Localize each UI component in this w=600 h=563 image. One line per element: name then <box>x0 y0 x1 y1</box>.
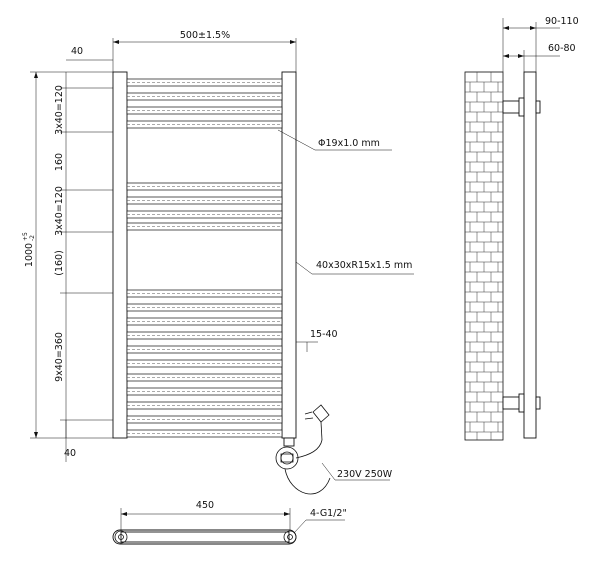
bottom-view: 450 4-G1/2" <box>112 500 347 545</box>
brick-wall <box>464 71 504 441</box>
height-label-group: 1000 +5 -2 <box>22 232 36 267</box>
plug-icon <box>304 404 330 441</box>
group2-label: 3x40=120 <box>54 186 65 236</box>
width-label: 500±1.5% <box>180 30 230 41</box>
heater-offset-label: 15-40 <box>310 329 338 340</box>
bracket-spacing-label: 450 <box>196 500 214 511</box>
side-view: 90-110 60-80 <box>464 16 579 441</box>
side-post <box>523 71 537 439</box>
post-tube-label: 40x30xR15x1.5 mm <box>316 260 412 271</box>
group1-label: 3x40=120 <box>54 85 65 135</box>
lower-bracket <box>502 393 541 413</box>
right-post <box>281 71 297 439</box>
heater-element <box>275 404 331 495</box>
rung-bars <box>126 78 283 438</box>
left-post <box>112 71 128 439</box>
heater-rating-label: 230V 250W <box>337 469 393 480</box>
upper-bracket <box>502 97 541 117</box>
bar-tube-label: Φ19x1.0 mm <box>318 138 380 149</box>
bottom-margin-label: 40 <box>64 448 76 459</box>
gap2-label: (160) <box>54 250 65 276</box>
depth-inner-label: 60-80 <box>548 43 576 54</box>
fittings-label: 4-G1/2" <box>310 508 347 519</box>
bottom-bar-inner <box>120 531 290 543</box>
height-tol-bottom: -2 <box>29 235 36 241</box>
group3-label: 9x40=360 <box>54 332 65 382</box>
top-margin-label: 40 <box>71 46 83 57</box>
height-tol-top: +5 <box>22 232 29 241</box>
depth-outer-label: 90-110 <box>545 16 579 27</box>
height-label: 1000 <box>24 243 35 267</box>
gap1-label: 160 <box>54 153 65 171</box>
front-view <box>112 71 297 439</box>
front-dimensions: 500±1.5% 40 3x40=120 160 3x40=120 (160) … <box>22 30 414 481</box>
